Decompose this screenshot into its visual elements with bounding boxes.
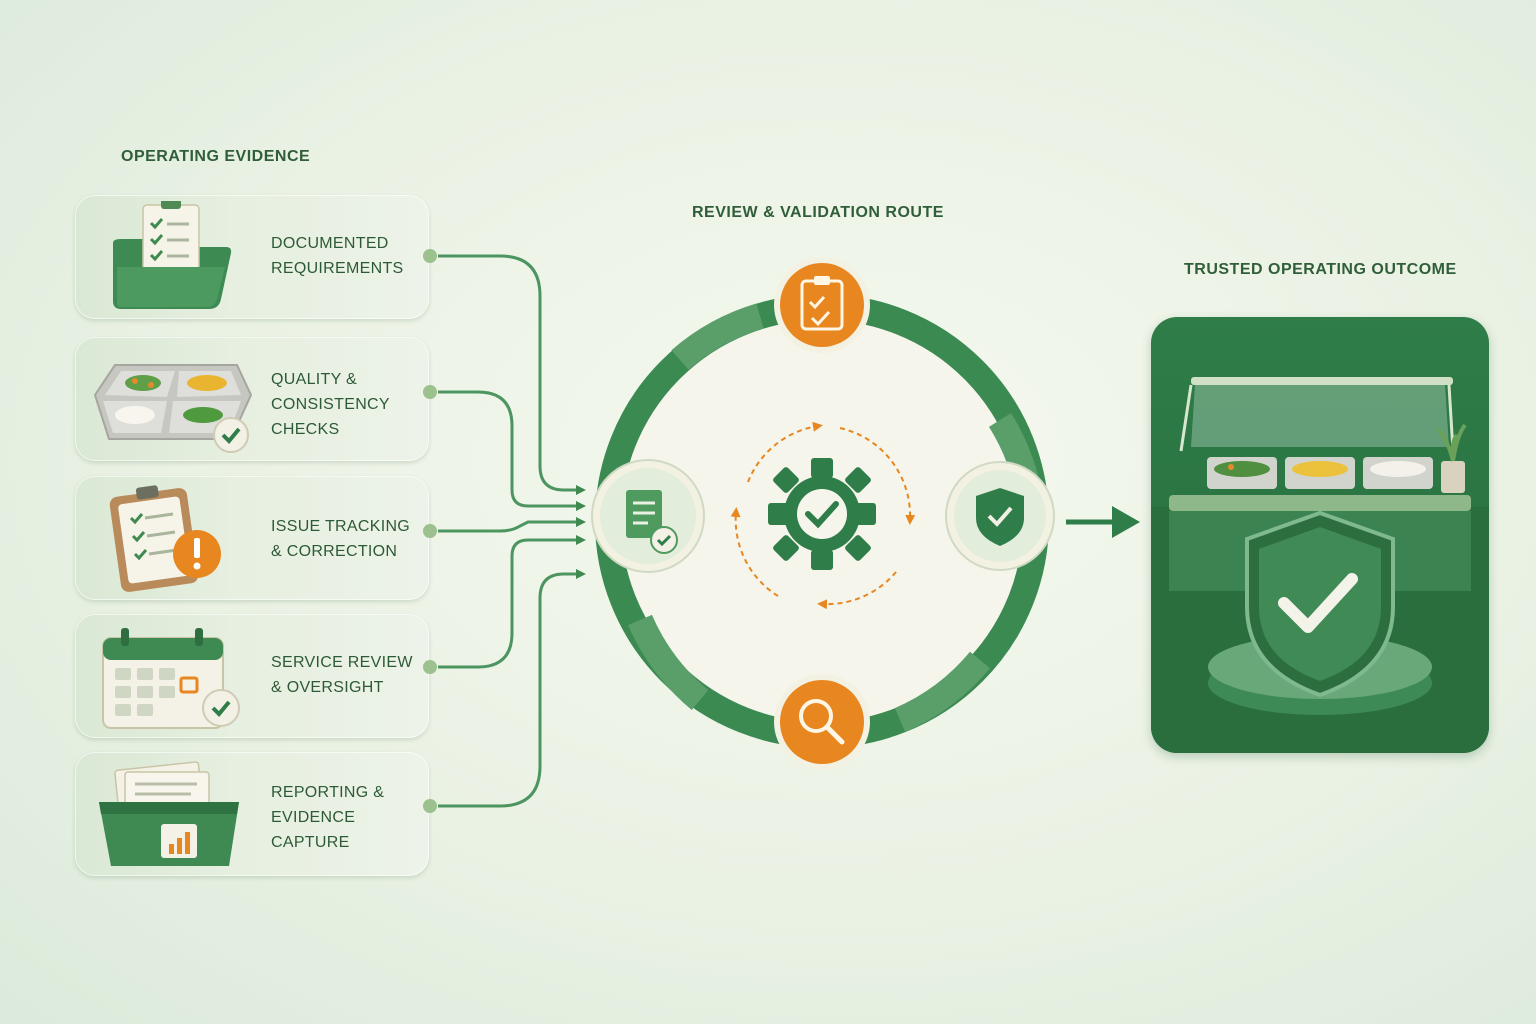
- evidence-card-quality-consistency: QUALITY & CONSISTENCY CHECKS: [75, 337, 429, 461]
- evidence-card-service-review: SERVICE REVIEW & OVERSIGHT: [75, 614, 429, 738]
- clipboard-alert-icon: [81, 482, 257, 594]
- review-validation-route-title: REVIEW & VALIDATION ROUTE: [692, 204, 944, 221]
- cycle-arrows: [730, 421, 916, 610]
- magnifier-icon: [774, 674, 870, 770]
- report-box-icon: [81, 758, 257, 870]
- evidence-label: REPORTING & EVIDENCE CAPTURE: [271, 784, 385, 851]
- trusted-outcome-panel: [1151, 317, 1489, 753]
- clipboard-check-icon: [774, 257, 870, 353]
- evidence-label: SERVICE REVIEW & OVERSIGHT: [271, 654, 413, 696]
- evidence-card-documented-requirements: DOCUMENTED REQUIREMENTS: [75, 195, 429, 319]
- trusted-operating-outcome-title: TRUSTED OPERATING OUTCOME: [1184, 261, 1457, 278]
- connector-line: [423, 517, 586, 538]
- gear-check-icon: [768, 458, 876, 570]
- evidence-label: DOCUMENTED REQUIREMENTS: [271, 235, 404, 277]
- serving-counter-shield-icon: [1151, 377, 1489, 753]
- evidence-card-issue-tracking: ISSUE TRACKING & CORRECTION: [75, 476, 429, 600]
- shield-check-icon: [945, 461, 1055, 571]
- clipboard-folder-icon: [81, 199, 257, 313]
- validation-ring: [595, 294, 1049, 748]
- food-tray-icon: [81, 343, 257, 455]
- calendar-check-icon: [81, 620, 257, 732]
- evidence-card-reporting: REPORTING & EVIDENCE CAPTURE: [75, 752, 429, 876]
- connector-line: [423, 385, 586, 511]
- outcome-arrow: [1066, 506, 1140, 538]
- evidence-label: QUALITY & CONSISTENCY CHECKS: [271, 371, 390, 438]
- document-check-icon: [591, 459, 705, 573]
- evidence-connectors: [423, 249, 586, 813]
- connector-line: [423, 249, 586, 495]
- connector-line: [423, 569, 586, 813]
- connector-line: [423, 535, 586, 674]
- operating-evidence-title: OPERATING EVIDENCE: [121, 148, 311, 165]
- evidence-label: ISSUE TRACKING & CORRECTION: [271, 518, 411, 560]
